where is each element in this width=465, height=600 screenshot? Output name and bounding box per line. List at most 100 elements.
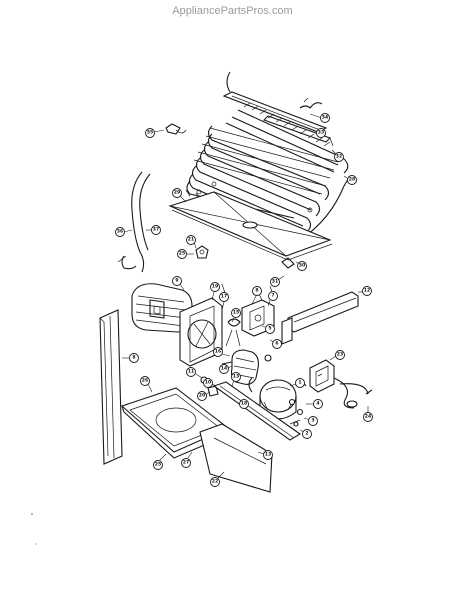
misc-lines <box>221 283 275 301</box>
base-rail <box>281 291 359 345</box>
callout-10: 10 <box>203 378 217 388</box>
back-panel <box>99 309 123 465</box>
callout-label: 22 <box>212 479 218 485</box>
callout-label: 13 <box>233 374 239 380</box>
callout-8-upper: 8 <box>251 286 262 305</box>
callout-label: 3 <box>311 418 314 424</box>
callout-24: 24 <box>363 406 373 422</box>
callout-34: 34 <box>309 113 330 123</box>
callout-label: 8 <box>132 355 135 361</box>
callout-label: 5 <box>268 326 271 332</box>
callout-label: 19 <box>212 284 218 290</box>
callout-26: 26 <box>140 376 153 393</box>
clip-small <box>195 245 209 259</box>
tube-left <box>117 171 151 273</box>
callout-label: 29 <box>174 190 180 196</box>
defrost-timer-clip <box>165 123 187 135</box>
callout-label: 27 <box>183 460 189 466</box>
callout-label: 30 <box>299 263 305 269</box>
callout-7: 7 <box>267 291 278 307</box>
callout-15: 15 <box>231 308 241 323</box>
callout-33: 33 <box>307 127 326 138</box>
callout-label: 24 <box>365 414 371 420</box>
callout-label: 35 <box>147 130 153 136</box>
condenser-tube <box>299 97 323 109</box>
callout-label: 6 <box>275 341 278 347</box>
callout-label: 15 <box>233 310 239 316</box>
callout-13-mid: 13 <box>231 372 241 387</box>
callout-label: 16 <box>215 349 221 355</box>
rail-bracket <box>212 381 302 441</box>
callout-18: 18 <box>239 399 249 409</box>
callout-25-top: 25 <box>177 249 194 259</box>
callout-label: 25 <box>155 462 161 468</box>
watermark-text: AppliancePartsPros.com <box>172 5 293 17</box>
callout-20: 20 <box>197 391 211 401</box>
callout-label: 14 <box>221 366 227 372</box>
condenser-bracket <box>262 115 334 147</box>
callout-label: 21 <box>188 237 194 243</box>
callout-label: 12 <box>364 288 370 294</box>
callout-label: 28 <box>349 177 355 183</box>
clip-small-2 <box>281 257 295 269</box>
callout-19: 19 <box>210 282 220 301</box>
callout-36: 36 <box>115 227 133 237</box>
callout-25-bottom: 25 <box>153 453 167 470</box>
callout-1: 1 <box>289 378 305 388</box>
condenser-coil <box>185 102 351 241</box>
callout-28: 28 <box>343 175 357 185</box>
callout-17: 17 <box>219 292 229 311</box>
callout-29: 29 <box>172 188 187 203</box>
callout-30: 30 <box>295 261 307 271</box>
callout-13-bottom: 13 <box>257 450 273 460</box>
callout-label: 32 <box>336 154 342 160</box>
callout-label: 18 <box>241 401 247 407</box>
callout-label: 7 <box>271 293 274 299</box>
callout-32: 32 <box>331 149 344 162</box>
callout-label: 31 <box>272 279 278 285</box>
callout-label: 23 <box>337 352 343 358</box>
drip-pan-tray <box>168 191 333 261</box>
callout-22: 22 <box>210 471 225 487</box>
callout-label: 1 <box>298 380 301 386</box>
callout-16: 16 <box>213 347 231 357</box>
callout-3: 3 <box>303 416 318 426</box>
callout-label: 33 <box>318 130 324 136</box>
callout-label: 26 <box>142 378 148 384</box>
callout-35: 35 <box>145 128 165 138</box>
callout-27: 27 <box>181 451 193 468</box>
power-cord <box>333 377 373 409</box>
callout-37: 37 <box>146 225 161 235</box>
callout-label: 2 <box>305 431 308 437</box>
callout-8-lower: 8 <box>122 353 139 363</box>
callout-label: 37 <box>153 227 159 233</box>
access-cover <box>199 423 273 493</box>
overload <box>309 359 335 393</box>
scan-marks <box>31 513 37 545</box>
callout-label: 4 <box>316 401 319 407</box>
callout-label: 11 <box>188 369 194 375</box>
fan-blade-hub <box>225 318 241 347</box>
callout-label: 34 <box>322 115 328 121</box>
callout-label: 13 <box>265 452 271 458</box>
condenser-cover-upper <box>222 71 328 133</box>
callout-14: 14 <box>219 364 233 374</box>
callout-23: 23 <box>329 350 345 361</box>
callout-label: 20 <box>199 393 205 399</box>
callout-label: 17 <box>221 294 227 300</box>
callout-11: 11 <box>186 367 203 379</box>
callout-label: 9 <box>175 278 178 284</box>
callout-2: 2 <box>299 429 312 439</box>
callout-label: 25 <box>179 251 185 257</box>
callout-4: 4 <box>306 399 323 409</box>
callout-label: 10 <box>205 380 211 386</box>
callout-label: 36 <box>117 229 123 235</box>
callout-12: 12 <box>358 286 372 296</box>
compressor <box>248 377 307 420</box>
callout-6: 6 <box>269 339 282 349</box>
callout-label: 8 <box>255 288 258 294</box>
callout-31: 31 <box>270 275 285 287</box>
callout-5: 5 <box>261 324 275 334</box>
callout-9: 9 <box>172 276 185 291</box>
